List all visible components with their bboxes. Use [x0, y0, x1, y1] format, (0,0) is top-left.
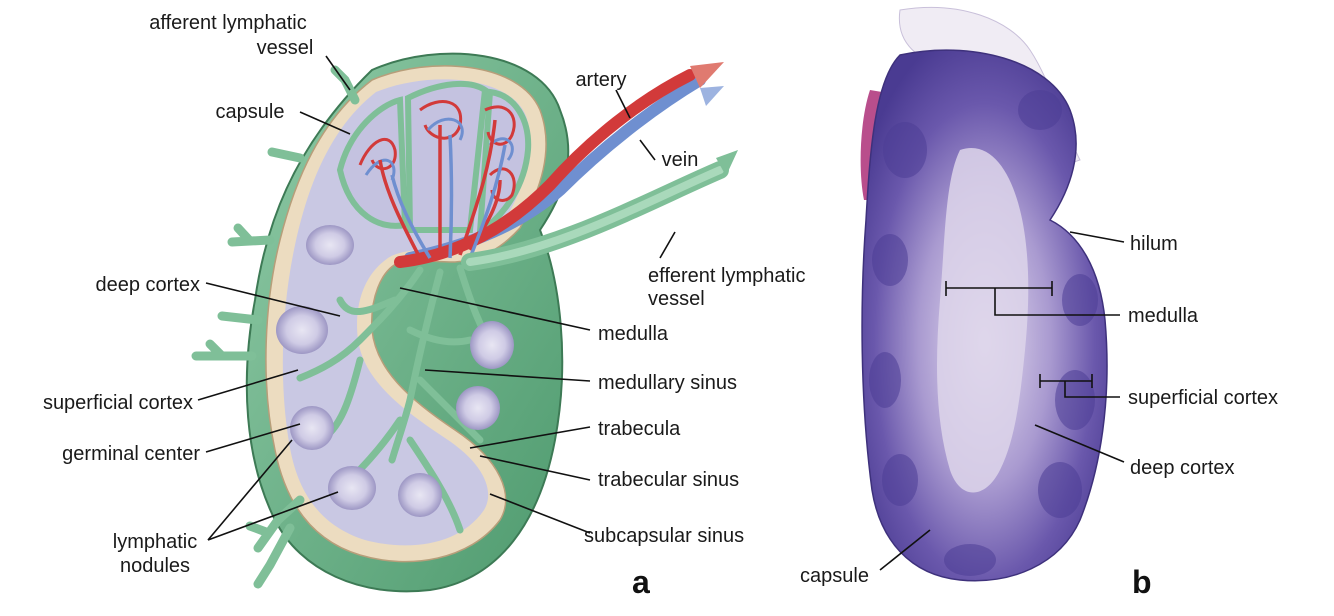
label-deep-cortex-b: deep cortex: [1130, 457, 1235, 479]
label-medulla-a: medulla: [598, 323, 669, 345]
label-trabecula: trabecula: [598, 418, 681, 440]
panel-letter-a: a: [632, 564, 650, 600]
label-capsule-b: capsule: [800, 565, 869, 587]
label-trabecular-sinus: trabecular sinus: [598, 469, 739, 491]
label-deep-cortex-a: deep cortex: [95, 274, 200, 296]
label-germinal-center: germinal center: [62, 443, 200, 465]
histology-section: [861, 7, 1107, 580]
label-lymphatic-nodules-line1: lymphatic: [113, 531, 197, 553]
label-lymphatic-nodules-line2: nodules: [120, 555, 190, 577]
label-subcapsular-sinus: subcapsular sinus: [584, 525, 744, 547]
label-hilum: hilum: [1130, 233, 1178, 255]
label-efferent-line1: efferent lymphatic: [648, 265, 806, 287]
label-medullary-sinus: medullary sinus: [598, 372, 737, 394]
label-efferent-line2: vessel: [648, 288, 705, 310]
label-capsule-a: capsule: [216, 101, 285, 123]
label-afferent-line1: afferent lymphatic: [149, 12, 307, 34]
panel-letter-b: b: [1132, 564, 1152, 600]
label-medulla-b: medulla: [1128, 305, 1199, 327]
vein-arrow: [700, 86, 724, 106]
label-superficial-cortex-b: superficial cortex: [1128, 387, 1278, 409]
label-vein: vein: [662, 149, 699, 171]
label-artery: artery: [575, 69, 626, 91]
label-afferent-line2: vessel: [257, 37, 314, 59]
label-superficial-cortex-a: superficial cortex: [43, 392, 193, 414]
